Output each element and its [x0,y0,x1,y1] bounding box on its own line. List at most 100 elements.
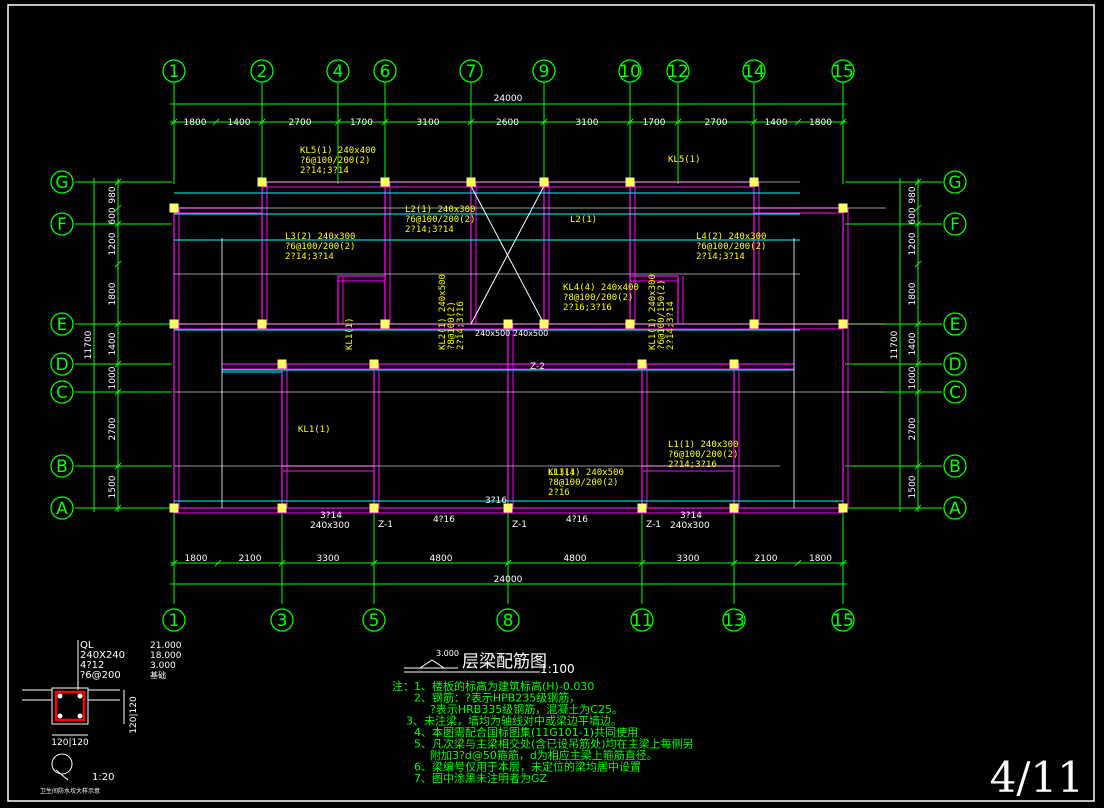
dim-tick [114,260,122,268]
dim-top-part: 1400 [228,118,251,128]
axis-bubble-top-15-label: 15 [832,62,854,82]
beam-label-5: ?6@100/200(2) [696,242,766,252]
dim-tick [730,559,738,567]
column-marker [749,177,759,187]
dim-left-part: 600 [108,207,118,224]
column-marker [539,177,549,187]
bottom-rebar-e: 3?14 [680,511,702,521]
dim-left-total: 11700 [84,330,94,359]
axis-bubble-top-12-circle [666,59,690,83]
size-label-a: 240x500 [475,329,510,338]
detail-size: 240X240 [80,650,125,661]
axis-bubble-top-6-circle [373,59,397,83]
dim-bottom-part: 3300 [317,554,340,564]
dim-tick [914,320,922,328]
column-marker [380,319,390,329]
column-marker [257,177,267,187]
dim-top-total: 24000 [494,94,523,104]
dim-bottom-part: 3300 [677,554,700,564]
dim-tick [914,204,922,212]
axis-bubble-left-E-label: E [57,315,68,335]
column-marker [380,177,390,187]
beam-label-kl1: KL1(1) [345,317,355,350]
beam-label-6: KL4(4) 240x400 [563,283,639,293]
dim-bottom-part: 1800 [809,554,832,564]
dim-top-part: 1800 [809,118,832,128]
dim-left-part: 1500 [108,475,118,498]
column-label-z2: Z-2 [530,362,545,372]
page-number-badge: 4/11 [989,753,1084,802]
axis-bubble-right-A-label: A [949,499,961,519]
detail-dim-horizontal: 120|120 [51,738,89,748]
axis-bubble-top-6-label: 6 [380,62,391,82]
detail-symbol-circle [51,753,73,775]
column-marker [369,503,379,513]
column-marker [169,319,179,329]
dim-tick [212,118,220,126]
axis-bubble-left-D-circle [50,352,74,376]
beam-label-2: L2(1) 240x300 [405,205,475,215]
vertical-beam-label-0: 2?14;3?16 [456,301,466,350]
dim-tick [839,559,847,567]
detail-elev-note: 基础 [150,670,166,680]
axis-bubble-right-G-circle [943,170,967,194]
beam-label-10: ?8@100/200(2) [548,478,618,488]
dim-tick [114,462,122,470]
axis-bubble-bottom-3-label: 3 [277,611,288,631]
dim-bottom-part: 4800 [564,554,587,564]
vertical-beam-label-0: KL2(1) 240x500 [438,274,448,350]
column-marker [257,319,267,329]
beam-label-8: ?6@100/200(2) [668,450,738,460]
dim-right-part: 600 [908,207,918,224]
dim-tick [638,559,646,567]
column-marker [625,319,635,329]
dim-tick [334,118,342,126]
bottom-rebar-d: 4?16 [566,515,588,525]
dim-tick [674,118,682,126]
axis-bubble-top-9-label: 9 [539,62,550,82]
note-line-7: 6、梁编号仅用于本层，未定位的梁均居中设置 [414,760,641,774]
axis-bubble-top-9-circle [532,59,556,83]
drawing-scale: 1:100 [540,662,575,676]
axis-bubble-right-E-label: E [950,315,961,335]
column-marker [637,503,647,513]
column-marker [277,359,287,369]
detail-rebar-dot [57,693,63,699]
dim-tick [626,118,634,126]
vertical-beam-label-0: ?8@100(2) [447,301,457,350]
dim-bottom-part: 2100 [755,554,778,564]
column-marker [838,203,848,213]
detail-bars: 4?12 [80,660,104,671]
dim-tick [114,204,122,212]
dim-tick [114,388,122,396]
beam-label-6: 2?16;3?16 [563,303,612,313]
dim-tick [914,462,922,470]
dim-tick [278,559,286,567]
axis-bubble-right-F-label: F [950,215,960,235]
column-marker [637,359,647,369]
axis-bubble-bottom-3-circle [270,608,294,632]
axis-bubble-left-A-circle [50,496,74,520]
dim-tick [214,559,222,567]
detail-elev-1: 21.000 [150,641,182,651]
dim-right-total: 11700 [890,330,900,359]
dim-tick [114,178,122,186]
detail-rebar-dot [77,693,83,699]
column-marker [503,503,513,513]
beam-label-0: KL5(1) 240x400 [300,146,376,156]
dim-top-part: 1700 [643,118,666,128]
detail-scale: 1:20 [92,772,114,783]
axis-bubble-bottom-13-circle [722,608,746,632]
detail-caption: 卫生间防水坎大样示意 [40,787,100,795]
beam-label-10: 2?16 [548,488,570,498]
beam-label-9: L1(1) [548,468,575,478]
vertical-beam-label-1: ?6@100/150(2) [657,280,667,350]
axis-bubble-top-14-circle [742,59,766,83]
dim-left-part: 1800 [108,282,118,305]
column-marker [169,203,179,213]
axis-bubble-bottom-15-circle [831,608,855,632]
dim-right-part: 1500 [908,475,918,498]
column-marker [539,319,549,329]
axis-bubble-bottom-5-circle [362,608,386,632]
bottom-rebar-a: 3?14 [320,511,342,521]
